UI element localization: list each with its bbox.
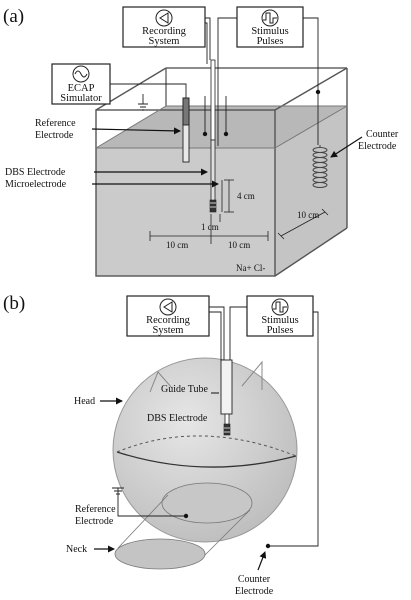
gap-dim: 1 cm bbox=[201, 222, 219, 232]
tank-water-top bbox=[96, 106, 347, 148]
ecap-simulator-box: ECAP Simulator bbox=[51, 63, 111, 105]
recording-icon bbox=[159, 298, 177, 316]
micro-label-a: Microelectrode bbox=[5, 179, 67, 190]
tank-water-right bbox=[275, 106, 347, 276]
reference-callout-a: Reference Electrode bbox=[35, 118, 181, 141]
head-ear-right bbox=[241, 360, 263, 390]
stimulus-pulses-box-a: Stimulus Pulses bbox=[236, 6, 304, 48]
head-callout: Head bbox=[74, 396, 123, 407]
nacl-label: Na+ Cl- bbox=[236, 263, 265, 273]
stimulus-pulses-box-b: Stimulus Pulses bbox=[246, 295, 314, 337]
tank-water-front bbox=[96, 148, 275, 276]
counter-label-a-1: Counter bbox=[366, 129, 399, 140]
neck-callout: Neck bbox=[66, 544, 115, 555]
probe-dot-right bbox=[223, 131, 229, 137]
counter-label-b-1: Counter bbox=[238, 574, 271, 585]
reference-label-a-1: Reference bbox=[35, 118, 76, 129]
dbs-label-b: DBS Electrode bbox=[147, 413, 208, 424]
recording-label-b-2: System bbox=[153, 325, 184, 336]
counter-dot-b bbox=[265, 543, 271, 549]
counter-label-a-2: Electrode bbox=[358, 141, 397, 152]
dbs-label-a: DBS Electrode bbox=[5, 167, 66, 178]
head-sphere bbox=[112, 357, 298, 543]
wires-a bbox=[110, 17, 319, 146]
reference-electrode-a bbox=[182, 97, 190, 163]
stimulus-label-b-2: Pulses bbox=[267, 325, 294, 336]
reference-label-a-2: Electrode bbox=[35, 130, 74, 141]
head-ear-left bbox=[149, 371, 173, 393]
depth-dim: 4 cm bbox=[237, 191, 255, 201]
junction-dot bbox=[315, 89, 321, 95]
right-dim: 10 cm bbox=[228, 240, 250, 250]
reference-label-b-2: Electrode bbox=[75, 516, 114, 527]
counter-label-b-2: Electrode bbox=[235, 586, 274, 597]
dimension-lines bbox=[149, 179, 329, 244]
wires-b bbox=[112, 306, 319, 547]
neck-cylinder bbox=[114, 482, 253, 570]
recording-label-1: Recording bbox=[142, 26, 186, 37]
stimulus-label-1: Stimulus bbox=[251, 26, 288, 37]
head-label: Head bbox=[74, 396, 95, 407]
counter-callout-a: Counter Electrode bbox=[330, 129, 399, 158]
stimulus-label-b-1: Stimulus bbox=[261, 315, 298, 326]
panel-a: (a) Recording System bbox=[3, 6, 399, 277]
recording-system-box-a: Recording System bbox=[122, 6, 206, 48]
ecap-label-1: ECAP bbox=[68, 83, 95, 94]
guide-tube bbox=[220, 359, 233, 436]
probe-dot-left bbox=[202, 131, 208, 137]
dbs-callout-a: DBS Electrode bbox=[5, 167, 208, 178]
recording-icon bbox=[155, 9, 173, 27]
micro-callout-a: Microelectrode bbox=[5, 179, 219, 190]
recording-system-box-b: Recording System bbox=[126, 295, 210, 337]
counter-callout-b: Counter Electrode bbox=[235, 551, 274, 597]
reference-label-b-1: Reference bbox=[75, 504, 116, 515]
recording-label-2: System bbox=[149, 36, 180, 47]
panel-b-letter: (b) bbox=[3, 293, 25, 314]
reference-callout-b: Reference Electrode bbox=[75, 504, 116, 527]
stimulus-label-2: Pulses bbox=[257, 36, 284, 47]
counter-electrode-coil bbox=[312, 145, 328, 188]
panel-a-letter: (a) bbox=[3, 6, 24, 27]
head-equator-front bbox=[116, 451, 297, 468]
recording-label-b-1: Recording bbox=[146, 315, 190, 326]
reference-dot-b bbox=[183, 513, 189, 519]
ecap-label-2: Simulator bbox=[60, 93, 102, 104]
neck-label: Neck bbox=[66, 544, 87, 555]
side-dim: 10 cm bbox=[297, 210, 319, 220]
panel-b: (b) Recording System Stimulus Puls bbox=[3, 293, 319, 597]
guide-tube-label: Guide Tube bbox=[161, 384, 209, 395]
dbs-electrode-a bbox=[209, 59, 217, 213]
left-dim: 10 cm bbox=[166, 240, 188, 250]
